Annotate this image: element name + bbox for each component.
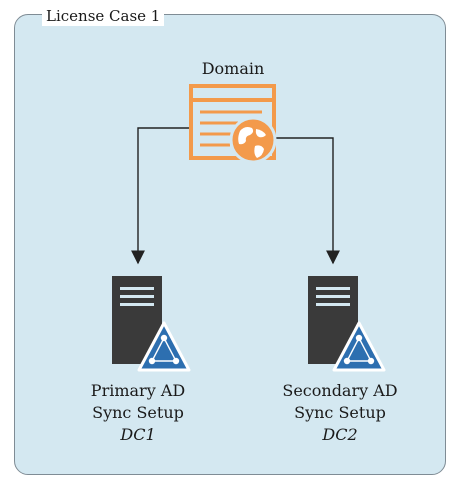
- dc1-label-line2: Sync Setup: [92, 403, 184, 422]
- connector-domain-dc2: [268, 137, 340, 265]
- license-case-title: License Case 1: [42, 6, 165, 26]
- domain-label: Domain: [201, 59, 265, 78]
- dc2-id-label: DC2: [322, 425, 358, 444]
- ad-triangle-icon: [137, 321, 191, 372]
- dc1-label-line1: Primary AD: [90, 381, 186, 400]
- dc2-label-line2: Sync Setup: [294, 403, 386, 422]
- connector-domain-dc1: [131, 127, 192, 265]
- browser-globe-icon: [189, 84, 277, 164]
- dc1-id-label: DC1: [120, 425, 156, 444]
- dc2-label-line1: Secondary AD: [282, 381, 398, 400]
- license-case-panel: [14, 14, 446, 475]
- ad-triangle-icon: [332, 321, 386, 372]
